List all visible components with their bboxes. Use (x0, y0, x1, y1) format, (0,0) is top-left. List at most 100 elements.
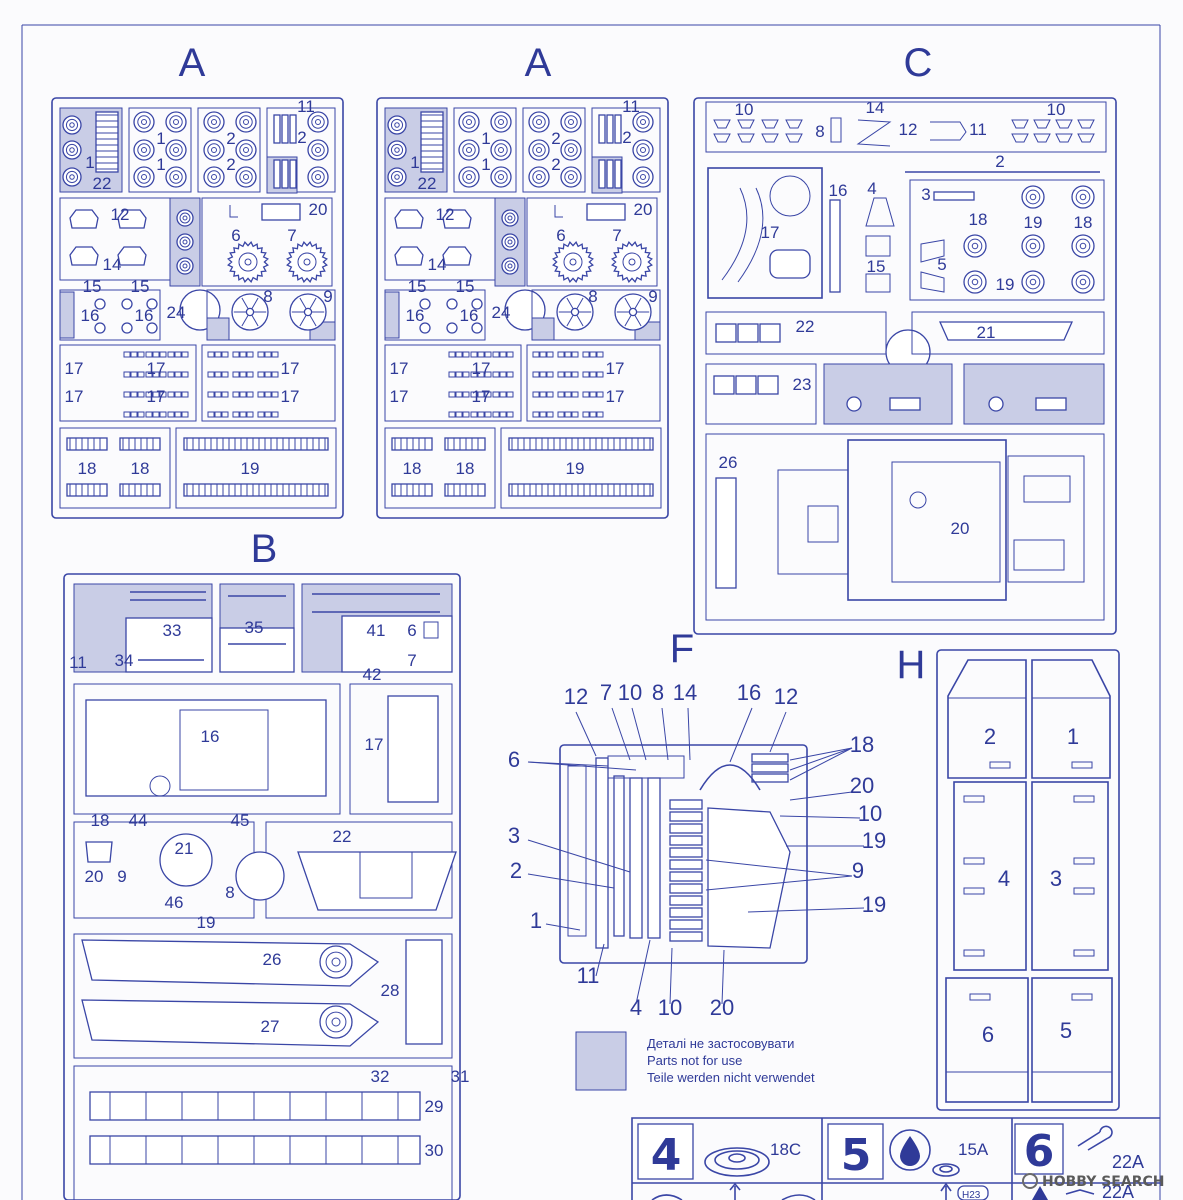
c-part-15a (865, 235, 891, 257)
b-part-21 (159, 833, 213, 887)
f-part-3 (629, 777, 643, 939)
c-wheel-5-ring (1025, 274, 1041, 290)
f-label-10: 10 (858, 801, 882, 826)
sheet-border (21, 24, 1161, 1200)
h-slot-3 (1073, 795, 1095, 803)
f-leader-16 (705, 875, 853, 891)
a-wheel-c3-4-hub (211, 174, 217, 180)
a-wheel-c2-1-ring (169, 115, 183, 129)
b-part-22-turret (359, 851, 413, 899)
a-wheel-c2-0-ring (137, 115, 151, 129)
sprue-h-letter: H (897, 643, 926, 687)
b-sprocket-26-hub (331, 957, 341, 967)
a-links-r-link (539, 371, 547, 378)
a-links-r-link (246, 351, 254, 358)
c-label-18b: 18 (1074, 213, 1093, 232)
a-idler-2-ring (179, 260, 191, 272)
a-links-r-link (557, 351, 565, 358)
c-part-26 (715, 477, 737, 589)
f-label-9: 20 (850, 773, 874, 798)
a-wheel-c4-2-hub (640, 174, 646, 180)
a-suspension-2 (69, 246, 99, 266)
a-track-mini (273, 114, 281, 144)
a-wheel-c4-1-rim (307, 139, 329, 161)
a-label-11: 11 (297, 97, 315, 116)
c-shade-1-part (846, 396, 862, 412)
f-label-11: 3 (508, 823, 520, 848)
f-label-7: 6 (508, 747, 520, 772)
a-links-l-link (130, 391, 138, 398)
c-part-21 (938, 321, 1074, 341)
a-links-r-link (264, 411, 272, 418)
b-label-33: 33 (163, 621, 182, 640)
f-leader-5 (729, 707, 753, 763)
a-idler-0-hub (182, 215, 188, 221)
a-links-r-link (264, 391, 272, 398)
b-label-8: 8 (225, 883, 234, 902)
a-links-l-link (499, 411, 507, 418)
b-deck-cap (149, 775, 171, 797)
c-wheel-1-rim (1071, 185, 1095, 209)
a-label-16a: 16 (406, 306, 425, 325)
step-6-arrow-icon (1032, 1186, 1048, 1200)
a-links-r-link (232, 391, 240, 398)
c-cell-22 (705, 311, 887, 355)
b-label-32: 32 (371, 1067, 390, 1086)
c-shade-2 (963, 363, 1105, 425)
c-mid-cell (909, 179, 1105, 301)
f-leader-24 (721, 949, 725, 1005)
a-wheel-c1-0-rim (62, 115, 82, 135)
step-4-wheel-inner (714, 1150, 760, 1170)
f-leader-17 (747, 907, 865, 913)
a-road-hub-3 (94, 322, 106, 334)
a-label-2c: 2 (297, 128, 306, 147)
h-part-2 (947, 659, 1027, 779)
h-slot-8 (963, 949, 985, 957)
a-sprocket-2-hub (628, 258, 636, 266)
a-label-19: 19 (566, 459, 585, 478)
a-sprocket-teeth (227, 241, 269, 283)
step-6-wrench-icon (1077, 1125, 1113, 1151)
legend-swatch (575, 1031, 627, 1091)
a-label-19: 19 (241, 459, 260, 478)
a-track-mini-2 (281, 159, 289, 189)
b-sprocket-27-hub (331, 1017, 341, 1027)
a-wheel-c4-2-rim (307, 166, 329, 188)
c-bracket-l (713, 119, 731, 143)
a-label-2c: 2 (622, 128, 631, 147)
h-slot-0 (989, 761, 1011, 769)
a-links-l-link (506, 351, 514, 358)
a-cell-4 (591, 107, 661, 193)
a-wheel-c2-3-rim (490, 139, 512, 161)
sprue-c-letter: C (904, 41, 933, 85)
a-run-cell-2 (500, 427, 662, 509)
b-label-21: 21 (175, 839, 194, 858)
a-label-14: 14 (428, 255, 447, 274)
c-bracket-r (1055, 119, 1073, 143)
a-links-l-link (484, 391, 492, 398)
step-4-wheel-outer (704, 1147, 770, 1177)
a-wheel-c4-0-hub (640, 119, 646, 125)
a-links-r-link (564, 371, 572, 378)
f-part-2 (613, 775, 625, 937)
a-links-l-link (174, 411, 182, 418)
a-links-r-link (232, 351, 240, 358)
f-label-18: 4 (630, 995, 642, 1020)
a-links-l-link (506, 411, 514, 418)
step-5-drop-circle (889, 1129, 931, 1171)
a-wheel-c1-1-ring (390, 143, 404, 157)
f-leader-21 (595, 943, 605, 977)
b-label-34: 34 (115, 651, 134, 670)
a-links-r-link (221, 371, 229, 378)
a-links-r-link (257, 411, 265, 418)
a-track-mini (606, 114, 614, 144)
a-links-l-link (506, 391, 514, 398)
a-links-r-link (214, 351, 222, 358)
a-links-l-link (484, 371, 492, 378)
a-links-r-link (589, 351, 597, 358)
a-cell-7 (201, 197, 333, 287)
a-spoked-wheel-2-hub (303, 307, 313, 317)
a-links-r-link (582, 391, 590, 398)
a-idler-2-rim (176, 257, 194, 275)
a-idler-1-hub (507, 239, 513, 245)
